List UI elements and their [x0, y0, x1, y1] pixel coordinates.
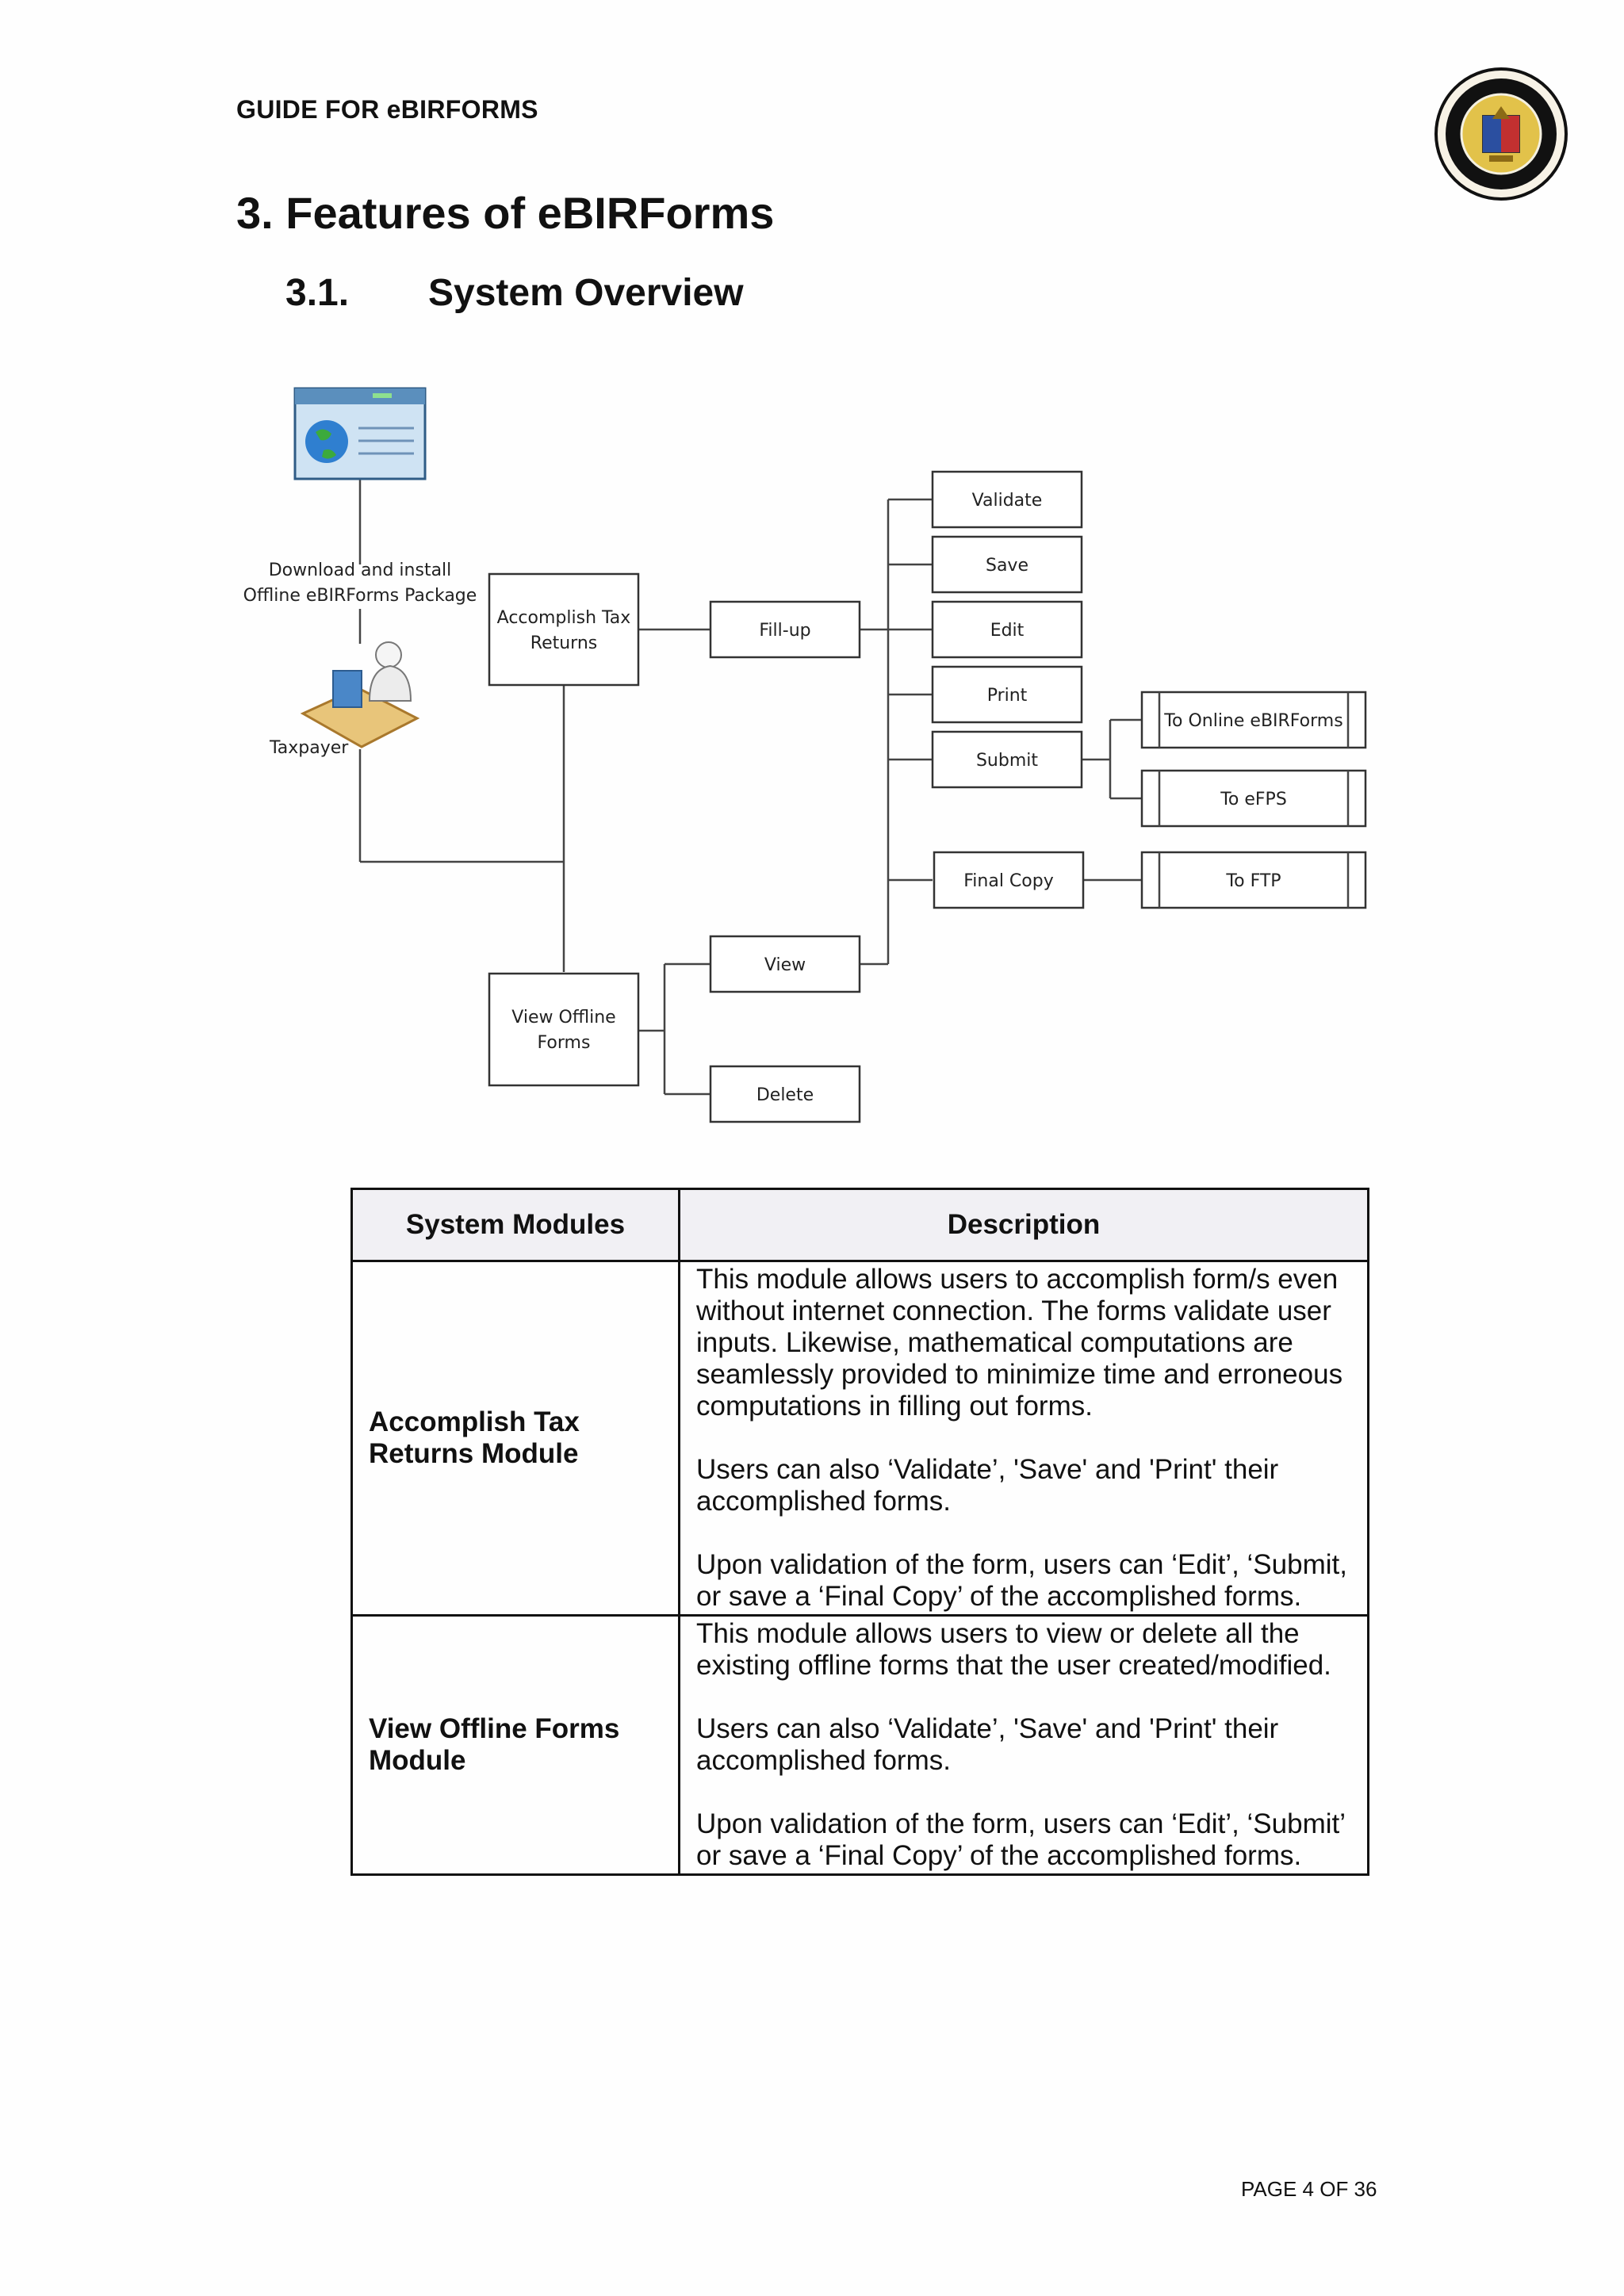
column-header-description: Description: [678, 1188, 1369, 1262]
module-name: Accomplish Tax Returns Module: [350, 1260, 680, 1617]
node-edit: Edit: [931, 600, 1083, 659]
download-label-line1: Download and install: [269, 561, 452, 580]
table-header-row: System Modules Description: [350, 1188, 1369, 1262]
description-paragraph: Upon validation of the form, users can ‘…: [696, 1808, 1345, 1871]
node-submit-label: Submit: [976, 751, 1038, 771]
node-delete: Delete: [709, 1065, 861, 1123]
node-fillup-label: Fill-up: [759, 621, 810, 641]
node-accomplish-tax-returns: Accomplish Tax Returns: [488, 572, 640, 687]
description-paragraph: This module allows users to view or dele…: [696, 1618, 1331, 1681]
document-header: GUIDE FOR eBIRFORMS: [236, 95, 538, 124]
subsection-number: 3.1.: [285, 272, 350, 314]
description-paragraph: Users can also ‘Validate’, 'Save' and 'P…: [696, 1454, 1279, 1517]
page-number: PAGE 4 OF 36: [1241, 2177, 1377, 2201]
taxpayer-user-icon: [300, 641, 420, 748]
node-view-offline-line1: View Offline: [511, 1008, 615, 1027]
node-edit-label: Edit: [990, 621, 1025, 641]
connector-lines: [358, 479, 1142, 1096]
node-print: Print: [931, 665, 1083, 724]
subsection-title: System Overview: [428, 272, 744, 314]
node-validate: Validate: [931, 470, 1083, 529]
description-paragraph: Users can also ‘Validate’, 'Save' and 'P…: [696, 1713, 1279, 1776]
node-save-label: Save: [986, 556, 1028, 576]
node-final-copy-label: Final Copy: [963, 871, 1054, 891]
node-delete-label: Delete: [756, 1085, 814, 1105]
download-label-line2: Offline eBIRForms Package: [243, 586, 477, 606]
node-to-ftp-label: To FTP: [1225, 871, 1281, 891]
node-view-offline-forms: View Offline Forms: [488, 972, 640, 1087]
node-print-label: Print: [987, 686, 1028, 706]
node-view: View: [709, 935, 861, 993]
node-accomplish-line1: Accomplish Tax: [497, 608, 631, 628]
module-name: View Offline Forms Module: [350, 1614, 680, 1876]
node-to-online-label: To Online eBIRForms: [1163, 711, 1342, 731]
table-row: View Offline Forms Module This module al…: [350, 1614, 1369, 1876]
node-accomplish-line2: Returns: [530, 633, 597, 653]
node-to-efps-label: To eFPS: [1220, 790, 1287, 809]
bir-seal-logo: [1434, 67, 1568, 201]
module-description: This module allows users to view or dele…: [678, 1614, 1369, 1876]
browser-window-icon: [293, 387, 427, 480]
node-view-label: View: [764, 955, 806, 975]
system-overview-diagram: Download and install Offline eBIRForms P…: [243, 387, 1367, 1123]
table-row: Accomplish Tax Returns Module This modul…: [350, 1260, 1369, 1617]
module-description: This module allows users to accomplish f…: [678, 1260, 1369, 1617]
node-validate-label: Validate: [972, 491, 1043, 511]
description-paragraph: Upon validation of the form, users can ‘…: [696, 1549, 1347, 1612]
column-header-modules: System Modules: [350, 1188, 680, 1262]
system-modules-table: System Modules Description Accomplish Ta…: [350, 1188, 1369, 1876]
node-view-offline-line2: Forms: [538, 1033, 591, 1053]
node-to-online-ebirforms: To Online eBIRForms: [1140, 691, 1367, 749]
section-title: 3. Features of eBIRForms: [236, 188, 775, 238]
node-fillup: Fill-up: [709, 600, 861, 659]
description-paragraph: This module allows users to accomplish f…: [696, 1264, 1343, 1422]
node-to-ftp: To FTP: [1140, 851, 1367, 909]
node-save: Save: [931, 535, 1083, 594]
node-final-copy: Final Copy: [933, 851, 1085, 909]
node-to-efps: To eFPS: [1140, 769, 1367, 828]
node-submit: Submit: [931, 730, 1083, 789]
taxpayer-label: Taxpayer: [269, 738, 349, 758]
